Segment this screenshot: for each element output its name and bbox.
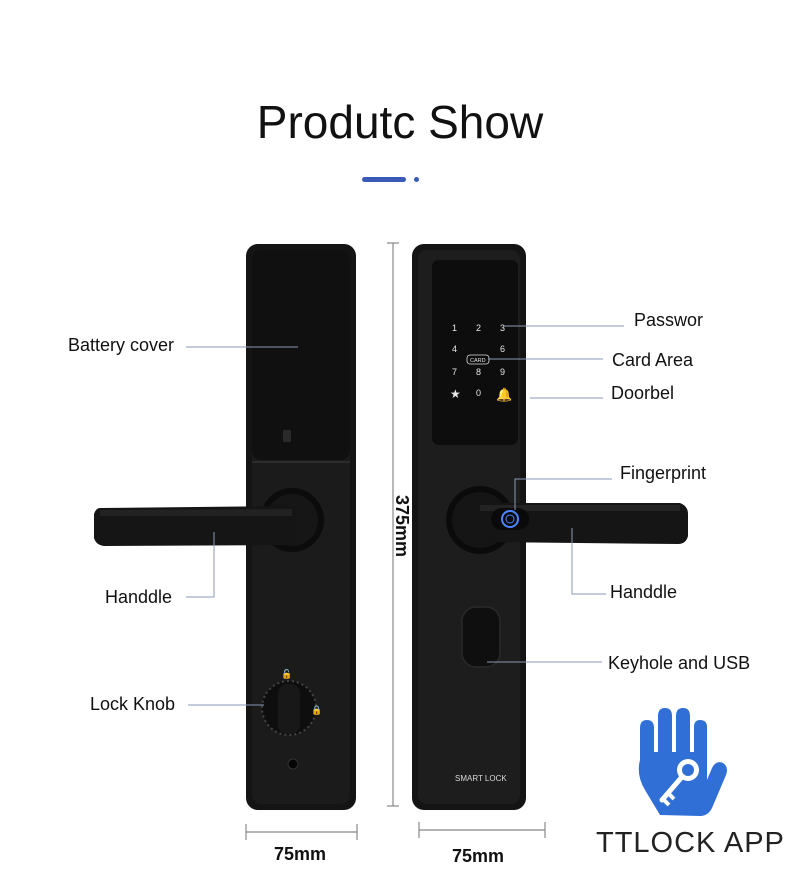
title-divider [362, 177, 406, 182]
right-lock: 1 2 3 4 CARD 6 7 8 9 ★ 0 🔔 SMART LOCK [412, 244, 688, 810]
width-dimension-label-right: 75mm [452, 846, 505, 866]
svg-text:🔓: 🔓 [281, 668, 292, 679]
svg-text:1: 1 [452, 323, 457, 333]
page-title: Produtc Show [256, 96, 544, 148]
svg-text:🔔: 🔔 [496, 387, 512, 402]
label-battery-cover: Battery cover [68, 335, 175, 355]
width-dimension-label-left: 75mm [274, 844, 327, 864]
title-divider-dot [414, 177, 419, 182]
label-keyhole-usb: Keyhole and USB [608, 653, 751, 673]
svg-text:0: 0 [476, 388, 481, 398]
svg-text:8: 8 [476, 367, 481, 377]
fingerprint-sensor [501, 510, 519, 528]
svg-text:3: 3 [500, 323, 505, 333]
label-doorbel: Doorbel [611, 383, 675, 403]
svg-text:★: ★ [450, 387, 461, 401]
label-fingerprint: Fingerprint [620, 463, 707, 483]
leader-lines [186, 325, 624, 706]
label-lock-knob: Lock Knob [90, 694, 176, 714]
label-handdle-right: Handdle [610, 582, 678, 602]
ttlock-logo-text: TTLOCK APP [596, 827, 785, 859]
height-dimension-label: 375mm [392, 495, 412, 557]
svg-text:6: 6 [500, 344, 505, 354]
svg-text:7: 7 [452, 367, 457, 377]
hand-key-icon [638, 708, 727, 816]
svg-text:🔒: 🔒 [311, 705, 322, 715]
svg-text:4: 4 [452, 344, 457, 354]
brand-text: SMART LOCK [455, 774, 507, 783]
label-passwor: Passwor [634, 310, 704, 330]
keyhole-cover [461, 606, 501, 668]
label-card-area: Card Area [612, 350, 694, 370]
battery-cover [252, 250, 350, 460]
svg-text:CARD: CARD [470, 358, 486, 364]
label-handdle-left: Handdle [105, 587, 173, 607]
svg-text:2: 2 [476, 323, 481, 333]
left-lock: 🔓 🔒 [94, 244, 356, 810]
dimension-lines [245, 242, 546, 840]
svg-text:9: 9 [500, 367, 505, 377]
lock-knob [278, 684, 300, 734]
keypad: 1 2 3 4 CARD 6 7 8 9 ★ 0 🔔 [450, 323, 512, 402]
